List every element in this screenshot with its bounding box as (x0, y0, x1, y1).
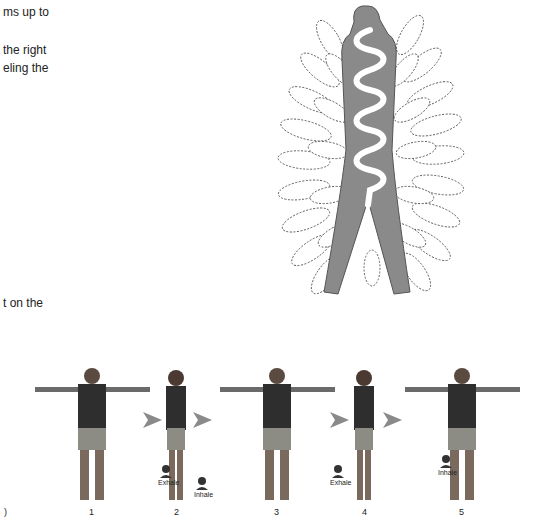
sequence-arrows (143, 412, 402, 428)
breath-label: Exhale (158, 479, 179, 487)
body-text-fragment: the right (3, 44, 46, 57)
breath-label: Inhale (194, 491, 213, 499)
text-fragment: ) (4, 508, 7, 518)
body-silhouette (324, 6, 410, 294)
step-number: 4 (362, 508, 367, 518)
step-number: 3 (274, 508, 279, 518)
body-text-fragment: eling the (3, 62, 48, 75)
figure-3 (220, 368, 335, 500)
energy-spiral (357, 30, 384, 205)
figure-4 (354, 370, 374, 500)
body-text-fragment: ms up to (3, 6, 49, 19)
step-number: 5 (459, 508, 464, 518)
step-number: 1 (89, 508, 94, 518)
step-number: 2 (174, 508, 179, 518)
figure-1 (35, 368, 150, 500)
body-text-fragment: t on the (3, 297, 43, 310)
breath-icons (160, 455, 452, 490)
breath-label: Exhale (330, 479, 351, 487)
figure-5 (405, 368, 520, 500)
breath-label: Inhale (438, 469, 457, 477)
